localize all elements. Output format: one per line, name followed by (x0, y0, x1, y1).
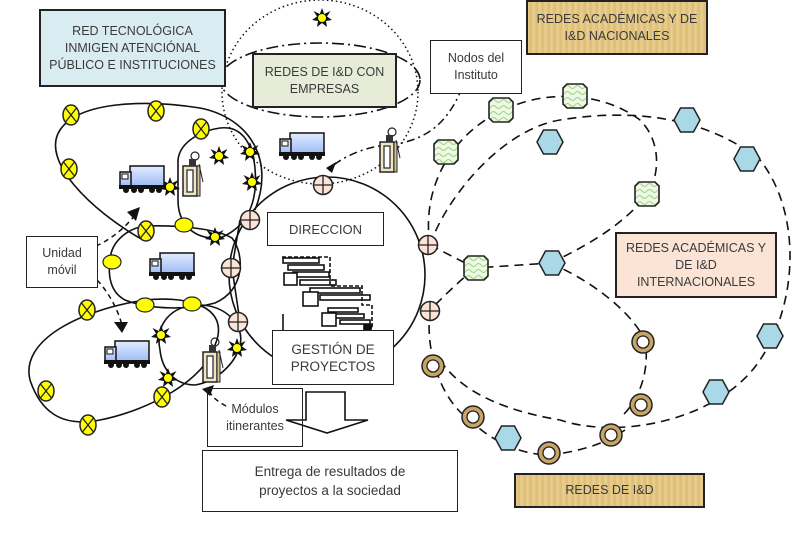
truck-icon (148, 252, 196, 281)
label-redes-id: REDES DE I&D (514, 473, 705, 508)
label-nodos-instituto: Nodos del Instituto (430, 40, 522, 94)
kiosk-icon (202, 337, 224, 383)
arrow-head (202, 385, 214, 396)
label-redes-internacionales: REDES ACADÉMICAS Y DE I&D INTERNACIONALE… (615, 232, 777, 298)
truck-icon (103, 340, 151, 369)
label-gestion-proyectos: GESTIÓN DE PROYECTOS (272, 330, 394, 385)
arrow-head (326, 162, 336, 173)
label-redes-empresas: REDES DE I&D CON EMPRESAS (252, 53, 397, 108)
label-redes-nacionales: REDES ACADÉMICAS Y DE I&D NACIONALES (526, 0, 708, 55)
kiosk-icon (182, 151, 204, 197)
arrow-head (114, 322, 128, 333)
arrow-head (127, 207, 140, 221)
ring-nodes (421, 330, 655, 465)
unidad-movil-arrows (83, 214, 227, 407)
kiosk-icon (379, 127, 401, 173)
label-red-tecnologica: RED TECNOLÓGICA INMIGEN ATENCIÓNAL PÚBLI… (39, 9, 226, 87)
label-entrega-resultados: Entrega de resultados de proyectos a la … (202, 450, 458, 512)
truck-icon (278, 132, 326, 161)
label-modulos-itinerantes: Módulos itinerantes (207, 388, 303, 447)
label-direccion: DIRECCION (267, 212, 384, 246)
gantt-chart-icon (282, 256, 374, 334)
label-unidad-movil: Unidad móvil (26, 236, 98, 288)
truck-icon (118, 165, 166, 194)
